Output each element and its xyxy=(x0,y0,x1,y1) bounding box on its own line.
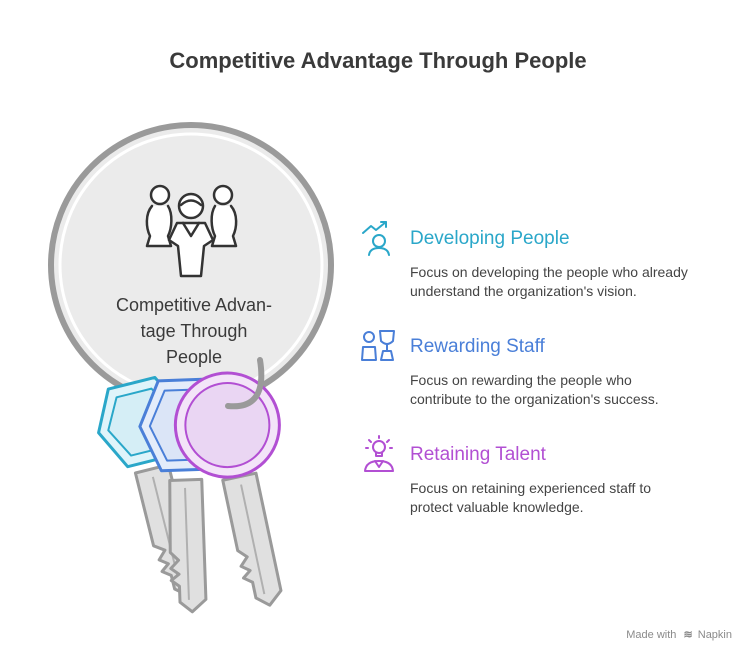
item-rewarding-staff: Rewarding Staff Focus on rewarding the p… xyxy=(410,335,730,409)
item-description-line: Focus on retaining experienced staff to xyxy=(410,480,652,496)
item-description-line: Focus on rewarding the people who xyxy=(410,372,632,388)
item-title: Developing People xyxy=(410,228,570,249)
item-description-line: contribute to the organization's success… xyxy=(410,391,659,407)
ring-label-line: tage Through xyxy=(140,321,248,341)
trophy-person-icon xyxy=(361,330,395,361)
item-description: Focus on rewarding the people who contri… xyxy=(410,371,730,409)
ring-label: Competitive Advan- tage Through People xyxy=(96,292,292,370)
made-with-text: Made with xyxy=(626,629,677,641)
item-title: Retaining Talent xyxy=(410,444,546,465)
keys xyxy=(97,371,283,614)
item-description-line: protect valuable knowledge. xyxy=(410,499,584,515)
napkin-logo-icon: ≋ xyxy=(683,629,693,641)
people-group-icon xyxy=(145,184,238,278)
idea-person-icon xyxy=(364,435,394,472)
growth-person-icon xyxy=(362,221,390,256)
made-with-badge[interactable]: Made with ≋ Napkin xyxy=(626,628,732,641)
item-description-line: understand the organization's vision. xyxy=(410,283,637,299)
item-description: Focus on retaining experienced staff to … xyxy=(410,479,730,517)
brand-name: Napkin xyxy=(697,629,732,641)
item-description-line: Focus on developing the people who alrea… xyxy=(410,264,688,280)
ring-label-line: Competitive Advan- xyxy=(115,295,273,315)
item-retaining-talent: Retaining Talent Focus on retaining expe… xyxy=(410,443,730,517)
item-description: Focus on developing the people who alrea… xyxy=(410,263,730,301)
item-title: Rewarding Staff xyxy=(410,336,545,357)
page-title: Competitive Advantage Through People xyxy=(169,48,587,73)
ring-label-line: People xyxy=(165,347,223,367)
item-developing-people: Developing People Focus on developing th… xyxy=(410,227,730,301)
